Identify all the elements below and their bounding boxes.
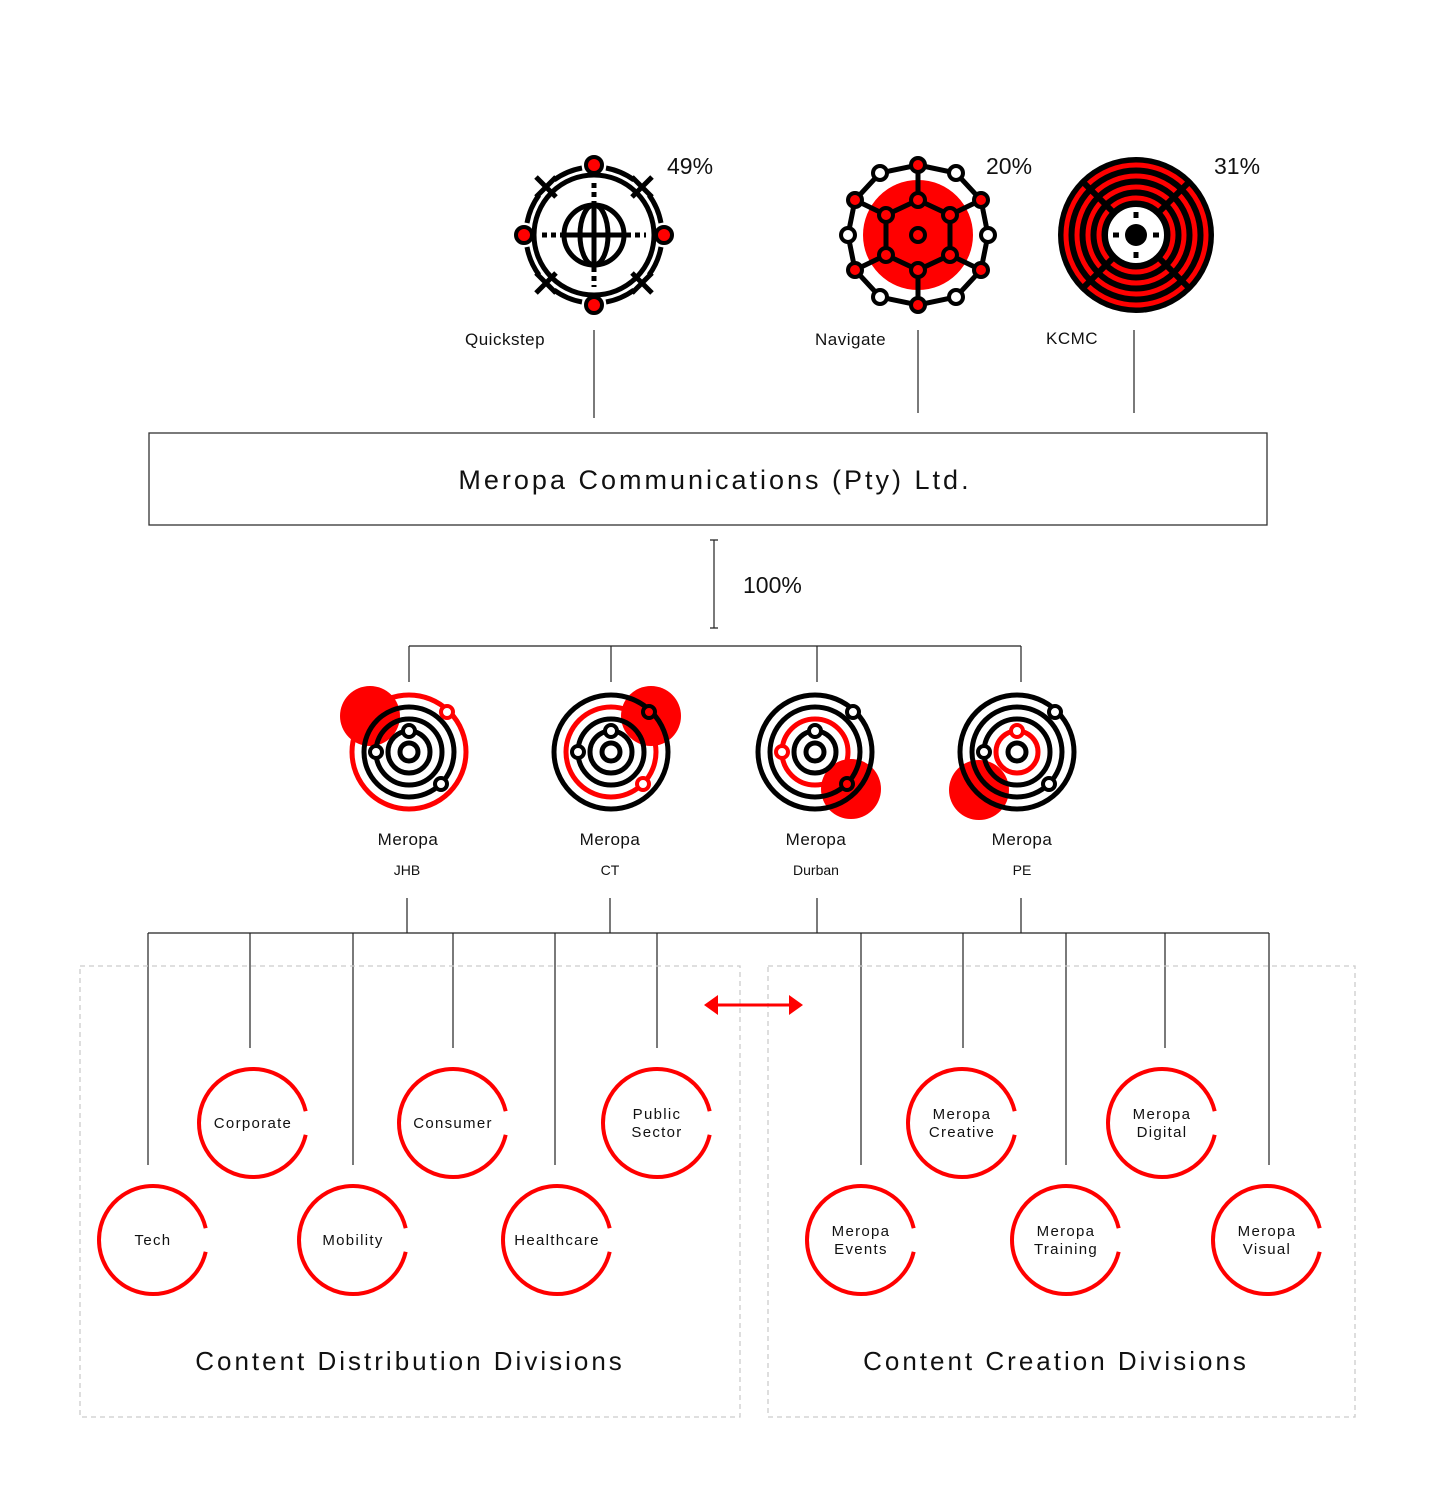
division-label: Meropa: [1133, 1106, 1192, 1123]
kcmc-percent: 31%: [1214, 153, 1260, 179]
division-label: Sector: [631, 1124, 682, 1141]
division-ring-icon: [501, 1184, 612, 1296]
office-jhb-location: JHB: [394, 862, 420, 878]
division-label: Events: [834, 1241, 888, 1258]
division-ring-icon: [805, 1184, 916, 1296]
target-rings-icon: [1058, 157, 1214, 313]
division-consumer: Consumer: [397, 1067, 508, 1179]
division-healthcare: Healthcare: [501, 1184, 612, 1296]
division-label: Corporate: [214, 1115, 292, 1132]
navigate-label: Navigate: [815, 330, 886, 349]
shareholder-connectors: [593, 330, 1135, 418]
division-label: Public: [633, 1106, 682, 1123]
ownership-connector: [710, 539, 718, 629]
division-ring-icon: [297, 1184, 408, 1296]
division-label: Creative: [929, 1124, 995, 1141]
office-jhb-icon: [340, 686, 469, 812]
division-label: Tech: [135, 1232, 172, 1249]
distribution-title: Content Distribution Divisions: [195, 1346, 625, 1376]
division-label: Consumer: [413, 1115, 493, 1132]
creation-title: Content Creation Divisions: [863, 1346, 1249, 1376]
company-name: Meropa Communications (Pty) Ltd.: [458, 465, 971, 495]
quickstep-label: Quickstep: [465, 330, 545, 349]
division-ring-icon: [197, 1067, 308, 1179]
division-label: Digital: [1137, 1124, 1188, 1141]
office-ct-name: Meropa: [580, 830, 641, 849]
division-ring-icon: [906, 1067, 1017, 1179]
molecule-network-icon: [839, 156, 997, 314]
kcmc-label: KCMC: [1046, 329, 1098, 348]
office-durban-icon: [755, 692, 881, 819]
office-durban-location: Durban: [793, 862, 839, 878]
globe-network-icon: [514, 155, 674, 315]
bidirectional-arrow-icon: [704, 995, 803, 1015]
division-ring-icon: [601, 1067, 712, 1179]
division-corporate: Corporate: [197, 1067, 308, 1179]
division-connectors: [147, 898, 1270, 1165]
division-label: Meropa: [1037, 1223, 1096, 1240]
ownership-percent: 100%: [743, 572, 802, 598]
division-ring-icon: [397, 1067, 508, 1179]
navigate-percent: 20%: [986, 153, 1032, 179]
office-durban-name: Meropa: [786, 830, 847, 849]
division-label: Mobility: [322, 1232, 383, 1249]
office-connectors: [408, 645, 1022, 682]
division-label: Training: [1034, 1241, 1098, 1258]
quickstep-percent: 49%: [667, 153, 713, 179]
office-ct-icon: [551, 686, 681, 812]
division-ring-icon: [1211, 1184, 1322, 1296]
division-mobility: Mobility: [297, 1184, 408, 1296]
division-label: Meropa: [933, 1106, 992, 1123]
division-ring-icon: [1010, 1184, 1121, 1296]
office-pe-location: PE: [1013, 862, 1032, 878]
office-jhb-name: Meropa: [378, 830, 439, 849]
office-ct-location: CT: [601, 862, 620, 878]
division-label: Visual: [1243, 1241, 1291, 1258]
division-ring-icon: [97, 1184, 208, 1296]
division-label: Meropa: [1238, 1223, 1297, 1240]
division-tech: Tech: [97, 1184, 208, 1296]
creation-section: [767, 965, 1356, 1418]
division-label: Meropa: [832, 1223, 891, 1240]
office-pe-icon: [949, 692, 1077, 820]
distribution-section: [79, 965, 741, 1418]
division-label: Healthcare: [514, 1232, 600, 1249]
division-ring-icon: [1106, 1067, 1217, 1179]
office-pe-name: Meropa: [992, 830, 1053, 849]
company-box: [148, 432, 1268, 526]
